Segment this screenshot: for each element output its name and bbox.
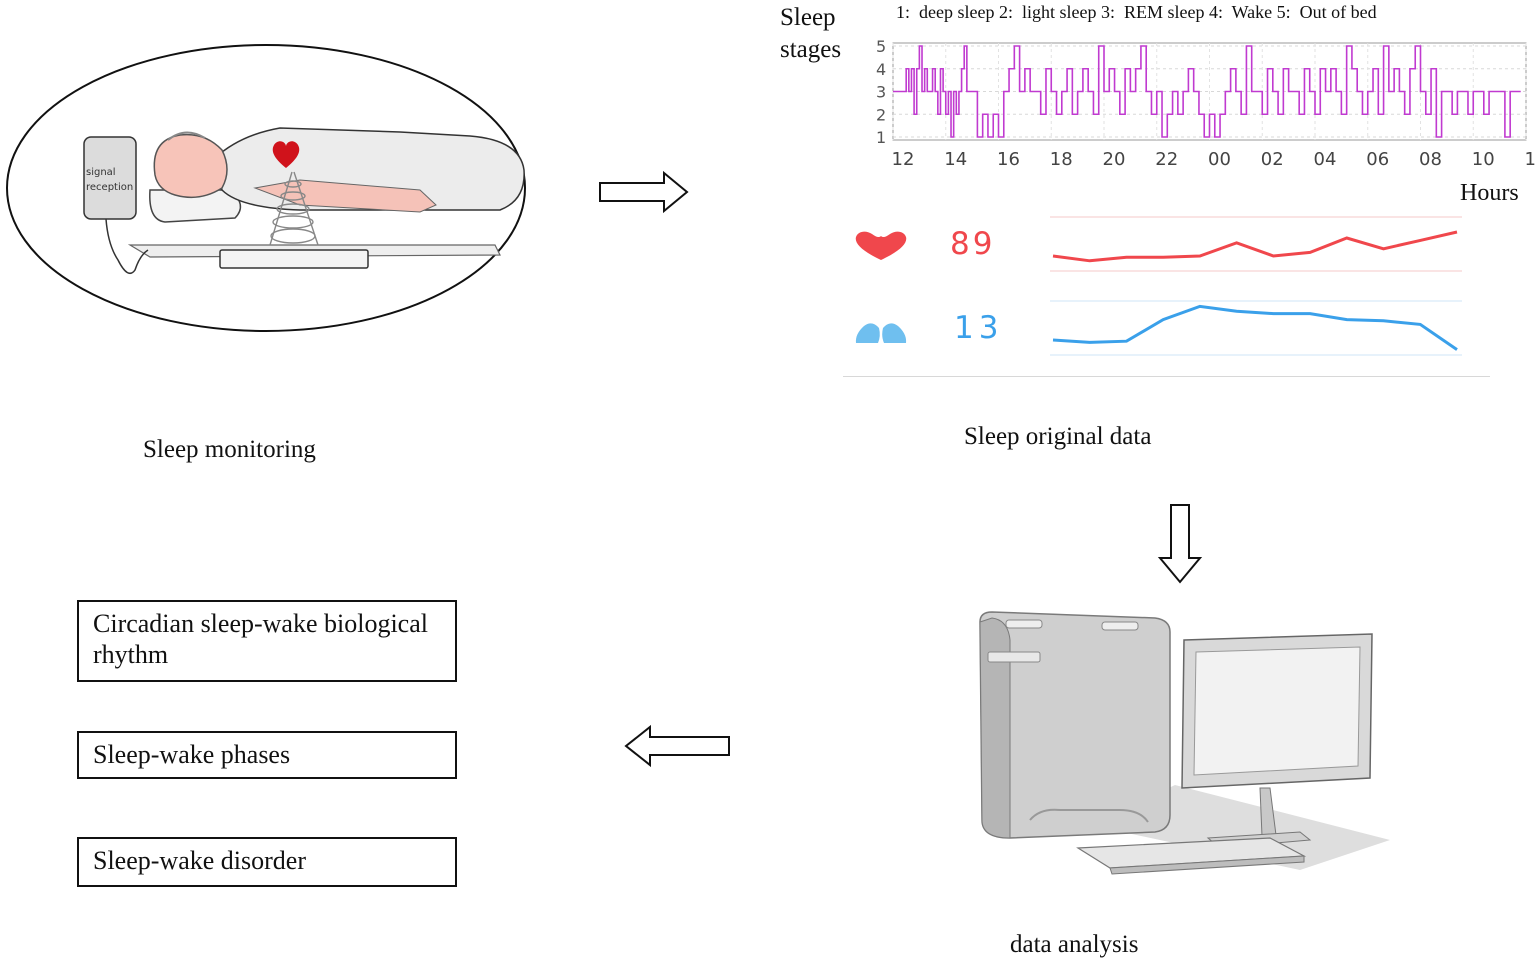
outcome-sleep-wake-phases: Sleep-wake phases bbox=[77, 731, 457, 779]
x-tick-label: 20 bbox=[1103, 149, 1126, 170]
y-tick-label: 4 bbox=[876, 60, 886, 79]
x-tick-label: 04 bbox=[1314, 149, 1337, 170]
x-tick-label: 10 bbox=[1472, 149, 1495, 170]
sensor-pad-icon bbox=[219, 249, 369, 269]
stages-title-line1: Sleep bbox=[780, 4, 836, 31]
x-tick-label: 00 bbox=[1208, 149, 1231, 170]
arrow-left-icon bbox=[624, 724, 730, 768]
signal-waves-icon bbox=[269, 171, 319, 246]
sleep-original-data-caption: Sleep original data bbox=[964, 423, 1152, 450]
heart-rate-trend bbox=[1050, 216, 1462, 272]
x-tick-label: 16 bbox=[997, 149, 1020, 170]
y-tick-label: 5 bbox=[876, 37, 886, 56]
y-tick-label: 3 bbox=[876, 83, 886, 102]
heart-rate-icon bbox=[855, 231, 907, 260]
outcome-circadian-rhythm: Circadian sleep-wake biological rhythm bbox=[77, 600, 457, 682]
x-tick-label: 14 bbox=[944, 149, 967, 170]
heart-icon bbox=[272, 141, 300, 168]
sleep-stage-series bbox=[893, 45, 1521, 138]
data-analysis-caption: data analysis bbox=[1010, 931, 1139, 958]
y-tick-label: 1 bbox=[876, 128, 886, 147]
arrow-down-icon bbox=[1157, 504, 1203, 584]
device-label-line1: signal bbox=[86, 167, 116, 178]
x-tick-label: 02 bbox=[1261, 149, 1284, 170]
respiration-series bbox=[1052, 304, 1458, 351]
x-tick-label: 06 bbox=[1366, 149, 1389, 170]
stages-title-line2: stages bbox=[780, 36, 842, 63]
respiration-trend bbox=[1050, 300, 1462, 356]
heart-rate-series bbox=[1052, 230, 1458, 263]
lungs-icon bbox=[855, 318, 907, 343]
outcome-sleep-wake-disorder: Sleep-wake disorder bbox=[77, 837, 457, 887]
x-axis-unit: Hours bbox=[1460, 180, 1519, 206]
x-tick-label: 18 bbox=[1050, 149, 1073, 170]
x-tick-label: 22 bbox=[1155, 149, 1178, 170]
sleep-monitoring-illustration: signal reception bbox=[6, 44, 526, 332]
arrow-right-icon bbox=[599, 170, 689, 214]
stage-legend: 1: deep sleep 2: light sleep 3: REM slee… bbox=[896, 2, 1377, 22]
monitor-screen bbox=[1193, 646, 1361, 776]
panel-divider bbox=[843, 376, 1490, 377]
stages-title: Sleep stages bbox=[780, 2, 841, 66]
device-cable bbox=[105, 218, 149, 275]
heart-rate-value: 89 bbox=[950, 226, 996, 262]
head-icon bbox=[153, 133, 228, 199]
x-tick-label: 12 bbox=[892, 149, 915, 170]
x-tick-label: 12 bbox=[1525, 149, 1535, 170]
respiration-rate-value: 13 bbox=[954, 310, 1004, 346]
signal-reception-device bbox=[83, 136, 137, 220]
device-label-line2: reception bbox=[86, 182, 133, 193]
y-tick-label: 2 bbox=[876, 105, 886, 124]
computer-illustration bbox=[979, 611, 1390, 875]
x-tick-label: 08 bbox=[1419, 149, 1442, 170]
sleep-monitoring-caption: Sleep monitoring bbox=[143, 436, 316, 463]
